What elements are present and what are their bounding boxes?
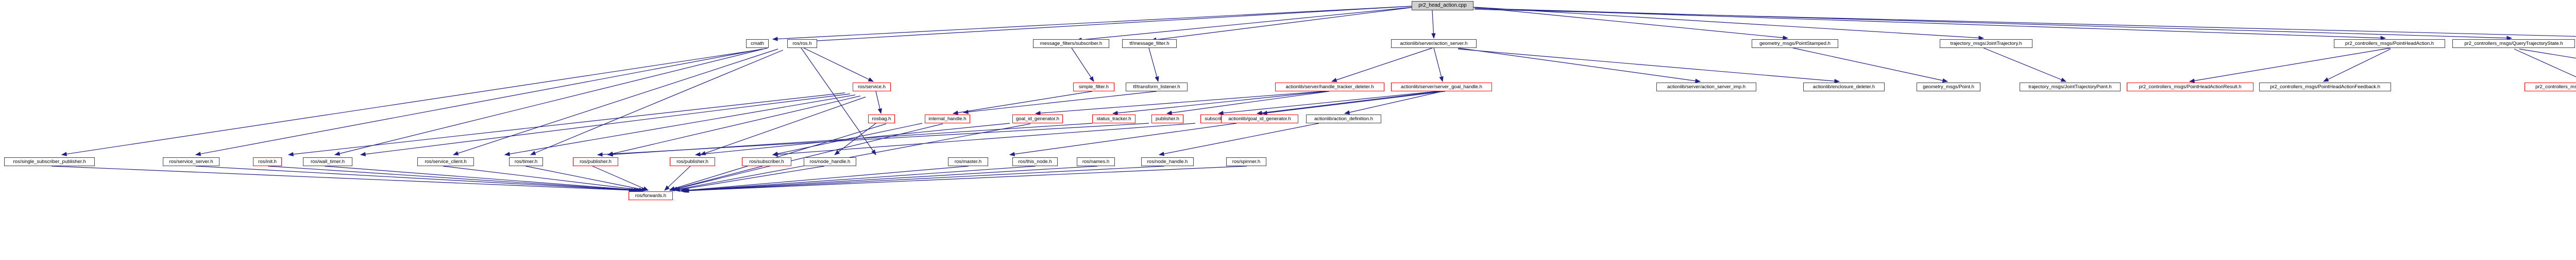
graph-node[interactable]: geometry_msgs/Point.h [1917,83,1980,91]
graph-node[interactable]: actionlib/server/handle_tracker_deleter.… [1275,83,1384,91]
graph-node[interactable]: ros/init.h [253,157,282,166]
graph-node-label: actionlib/server/handle_tracker_deleter.… [1285,84,1374,90]
graph-node[interactable]: status_tracker.h [1092,115,1136,123]
graph-node-label: actionlib/goal_id_generator.h [1228,116,1291,122]
graph-node-label: ros/forwards.h [635,192,667,199]
graph-node-label: ros/publisher.h [676,158,708,165]
graph-node-label: ros/ros.h [792,40,812,46]
graph-node-label: ros/timer.h [514,158,538,165]
graph-node[interactable]: cmath [746,39,769,48]
graph-node[interactable]: actionlib/enclosure_deleter.h [1803,83,1885,91]
graph-node[interactable]: ros/wall_timer.h [303,157,352,166]
graph-node[interactable]: actionlib/action_definition.h [1306,115,1381,123]
graph-node-label: ros/publisher.h [580,158,612,165]
graph-node[interactable]: actionlib/server/server_goal_handle.h [1391,83,1492,91]
graph-node-label: ros/service_server.h [169,158,213,165]
graph-node-label: actionlib/server/action_server_imp.h [1667,84,1746,90]
graph-node-label: ros/master.h [954,158,982,165]
graph-node[interactable]: ros/publisher.h [573,157,618,166]
graph-node[interactable]: pr2_controllers_msgs/PointHeadActionResu… [2127,83,2253,91]
graph-node[interactable]: tf/message_filter.h [1122,39,1177,48]
graph-node-label: pr2_controllers_msgs/PointHeadActionFeed… [2535,84,2576,90]
graph-node[interactable]: ros/subscriber.h [742,157,791,166]
graph-node[interactable]: ros/timer.h [509,157,543,166]
graph-node[interactable]: pr2_controllers_msgs/PointHeadActionFeed… [2524,83,2576,91]
graph-node-label: trajectory_msgs/JointTrajectory.h [1950,40,2022,46]
graph-node[interactable]: ros/forwards.h [629,191,673,200]
graph-node-label: ros/service_client.h [425,158,467,165]
graph-node[interactable]: trajectory_msgs/JointTrajectory.h [1940,39,2032,48]
graph-node[interactable]: goal_id_generator.h [1012,115,1063,123]
graph-node[interactable]: message_filters/subscriber.h [1033,39,1109,48]
graph-node[interactable]: pr2_controllers_msgs/PointHeadAction.h [2334,39,2445,48]
graph-node[interactable]: ros/service_client.h [417,157,474,166]
graph-node[interactable]: ros/this_node.h [1012,157,1058,166]
graph-node-label: simple_filter.h [1078,84,1109,90]
graph-node[interactable]: ros/ros.h [787,39,817,48]
graph-node[interactable]: actionlib/server/action_server_imp.h [1656,83,1756,91]
graph-node[interactable]: pr2_controllers_msgs/QueryTrajectoryStat… [2452,39,2575,48]
graph-node-label: pr2_controllers_msgs/QueryTrajectoryStat… [2464,40,2563,46]
graph-node-label: actionlib/action_definition.h [1314,116,1374,122]
graph-node[interactable]: ros/master.h [948,157,988,166]
graph-node[interactable]: pr2_controllers_msgs/PointHeadActionFeed… [2259,83,2391,91]
graph-node-label: actionlib/server/server_goal_handle.h [1401,84,1482,90]
graph-node-label: pr2_controllers_msgs/PointHeadActionFeed… [2270,84,2380,90]
graph-node[interactable]: ros/service.h [853,83,891,91]
graph-node-label: publisher.h [1156,116,1179,122]
graph-node-label: ros/single_subscriber_publisher.h [13,158,86,165]
graph-node[interactable]: simple_filter.h [1073,83,1114,91]
graph-node-label: tf/transform_listener.h [1133,84,1180,90]
graph-node-label: ros/names.h [1082,158,1110,165]
graph-node-label: message_filters/subscriber.h [1040,40,1103,46]
graph-node-label: status_tracker.h [1096,116,1131,122]
graph-node-label: tf/message_filter.h [1129,40,1170,46]
graph-node-label: subscriber.h [1205,116,1231,122]
graph-node-label: ros/spinner.h [1232,158,1261,165]
graph-node-label: rosbag.h [872,116,891,122]
graph-node-label: geometry_msgs/Point.h [1923,84,1974,90]
graph-node-label: pr2_controllers_msgs/PointHeadAction.h [2345,40,2434,46]
graph-node[interactable]: ros/service_server.h [163,157,219,166]
graph-node-label: ros/node_handle.h [809,158,851,165]
graph-node[interactable]: ros/node_handle.h [1141,157,1194,166]
graph-node-label: ros/service.h [858,84,886,90]
graph-node[interactable]: internal_handle.h [925,115,970,123]
graph-node-label: pr2_controllers_msgs/PointHeadActionResu… [2139,84,2242,90]
graph-node[interactable]: ros/names.h [1077,157,1115,166]
graph-node-label: actionlib/enclosure_deleter.h [1812,84,1875,90]
graph-node[interactable]: ros/node_handle.h [804,157,856,166]
graph-node[interactable]: tf/transform_listener.h [1126,83,1188,91]
graph-node-label: internal_handle.h [928,116,967,122]
graph-node[interactable]: trajectory_msgs/JointTrajectoryPoint.h [2020,83,2121,91]
graph-node-label: cmath [751,40,764,46]
graph-node-label: ros/wall_timer.h [311,158,345,165]
graph-node[interactable]: ros/spinner.h [1226,157,1266,166]
graph-node-label: pr2_head_action.cpp [1418,3,1467,8]
graph-node[interactable]: geometry_msgs/PointStamped.h [1752,39,1838,48]
graph-node[interactable]: actionlib/goal_id_generator.h [1221,115,1298,123]
graph-node-label: ros/init.h [258,158,277,165]
graph-node-label: actionlib/server/action_server.h [1400,40,1468,46]
graph-node-label: geometry_msgs/PointStamped.h [1759,40,1831,46]
graph-node-label: ros/node_handle.h [1147,158,1188,165]
graph-node[interactable]: actionlib/server/action_server.h [1391,39,1477,48]
graph-node[interactable]: rosbag.h [868,115,895,123]
graph-node-label: goal_id_generator.h [1016,116,1059,122]
graph-node-label: trajectory_msgs/JointTrajectoryPoint.h [2028,84,2112,90]
graph-node[interactable]: ros/publisher.h [670,157,715,166]
graph-root-node[interactable]: pr2_head_action.cpp [1412,1,1473,10]
graph-node[interactable]: ros/single_subscriber_publisher.h [4,157,95,166]
graph-node-label: ros/this_node.h [1018,158,1052,165]
graph-node-label: ros/subscriber.h [749,158,784,165]
graph-node[interactable]: publisher.h [1151,115,1183,123]
